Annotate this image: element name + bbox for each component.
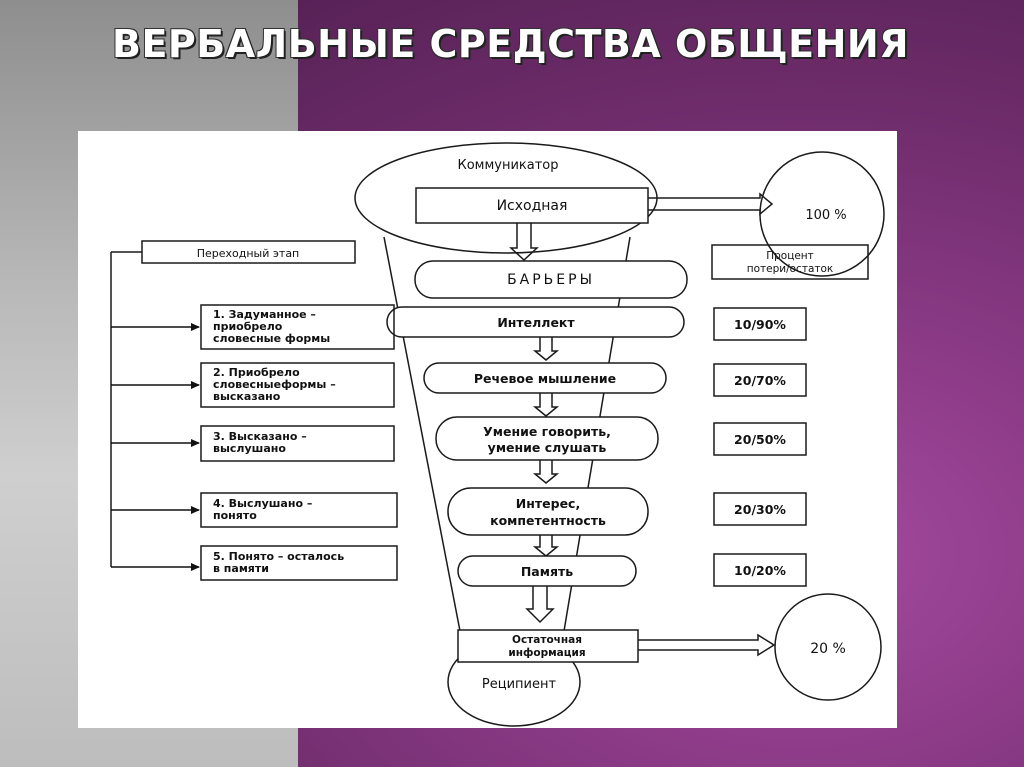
recipient-label: Реципиент — [482, 677, 557, 692]
stage-2-line-1: 2. Приобрело — [213, 366, 300, 379]
barrier-interest-pill — [447, 487, 649, 536]
stage-box-4 — [200, 492, 398, 528]
percent-header-box — [711, 244, 869, 280]
stage-box-5 — [200, 545, 398, 581]
percent-header-line-1: Процент — [766, 250, 814, 262]
arrow-residual-to-twenty — [637, 633, 776, 657]
barrier-interest-label: Интерес, — [516, 496, 580, 511]
stage-box-2 — [200, 362, 395, 408]
communication-diagram: Коммуникатор Исходная 100 % БАРЬЕРЫ Пере… — [110, 142, 885, 727]
residual-line-2: информация — [508, 647, 585, 659]
percent-box-3 — [713, 422, 807, 456]
percent-value-2: 20/70% — [734, 373, 786, 388]
down-arrow-1 — [509, 223, 539, 262]
barrier-speech-thinking-pill — [423, 362, 667, 394]
slide-title: ВЕРБАЛЬНЫЕ СРЕДСТВА ОБЩЕНИЯ — [112, 22, 909, 66]
stage-box-3 — [200, 425, 395, 462]
percent-value-5: 10/20% — [734, 563, 786, 578]
stage-4-line-1: 4. Выслушано – — [213, 497, 312, 510]
down-arrow-4 — [532, 460, 560, 484]
transition-label: Переходный этап — [197, 247, 300, 260]
barriers-pill — [414, 260, 688, 299]
down-arrow-5 — [532, 535, 560, 557]
hundred-label: 100 % — [805, 208, 846, 223]
barriers-label: БАРЬЕРЫ — [507, 272, 595, 288]
percent-value-3: 20/50% — [734, 432, 786, 447]
barrier-speech-thinking-label: Речевое мышление — [474, 371, 616, 386]
percent-value-4: 20/30% — [734, 502, 786, 517]
barrier-intellect-label: Интеллект — [497, 315, 575, 330]
barrier-listening-label: умение слушать — [488, 440, 607, 455]
stage-box-1 — [200, 304, 395, 350]
stage-1-line-1: 1. Задуманное – — [213, 308, 316, 321]
percent-box-5 — [713, 553, 807, 587]
barrier-speaking-listening-pill — [435, 416, 659, 461]
funnel-left-wall — [383, 236, 461, 632]
down-arrow-2 — [532, 337, 560, 361]
residual-line-1: Остаточная — [512, 634, 582, 646]
residual-box — [457, 629, 639, 663]
source-box — [415, 187, 649, 224]
percent-box-2 — [713, 363, 807, 397]
stage-3-line-2: выслушано — [213, 442, 286, 455]
percent-value-1: 10/90% — [734, 317, 786, 332]
barrier-memory-pill — [457, 555, 637, 587]
down-arrow-6 — [525, 586, 555, 624]
barrier-memory-label: Память — [521, 564, 573, 579]
arrow-source-to-hundred — [648, 192, 774, 216]
barrier-speaking-label: Умение говорить, — [483, 424, 611, 439]
twenty-label: 20 % — [810, 641, 846, 657]
diagram-panel: Коммуникатор Исходная 100 % БАРЬЕРЫ Пере… — [78, 131, 897, 728]
down-arrow-3 — [532, 393, 560, 417]
percent-box-1 — [713, 307, 807, 341]
percent-header-line-2: потери/остаток — [747, 263, 834, 275]
barrier-competence-label: компетентность — [490, 513, 606, 528]
stage-3-line-1: 3. Высказано – — [213, 430, 307, 443]
communicator-label: Коммуникатор — [457, 158, 558, 173]
stage-5-line-1: 5. Понято – осталось — [213, 550, 344, 563]
barrier-intellect-pill — [386, 306, 685, 338]
percent-box-4 — [713, 492, 807, 526]
stage-1-line-2: приобрело — [213, 320, 283, 333]
stage-2-line-2: словесныеформы – — [213, 378, 336, 391]
source-label: Исходная — [497, 198, 568, 214]
stage-1-line-3: словесные формы — [213, 332, 330, 345]
twenty-circle — [774, 593, 882, 701]
stage-5-line-2: в памяти — [213, 562, 269, 575]
stage-2-line-3: высказано — [213, 390, 281, 403]
stage-4-line-2: понято — [213, 509, 257, 522]
